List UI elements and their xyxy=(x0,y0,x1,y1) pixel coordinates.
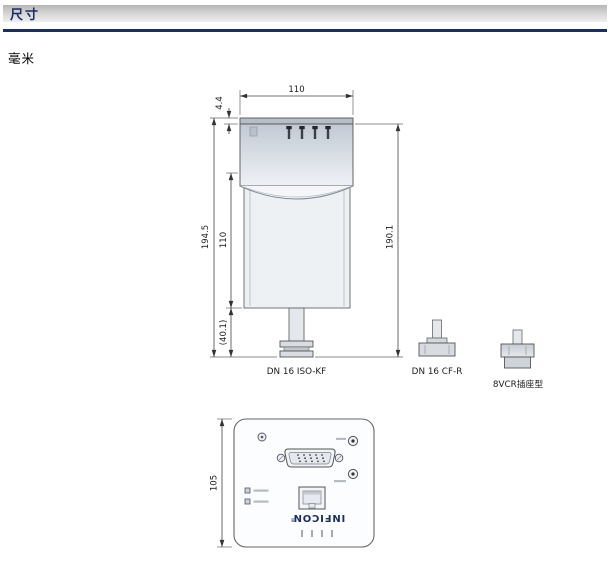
coax-connector-bottom xyxy=(334,468,359,483)
front-view-drawing xyxy=(239,117,354,358)
gauge-top-plate xyxy=(239,117,354,125)
head-internal-component xyxy=(249,126,258,137)
gauge-body xyxy=(243,185,351,309)
dim-total-height-value: 194.5 xyxy=(201,225,211,249)
coax-connector-top xyxy=(336,435,359,447)
top-connector-pins xyxy=(286,126,331,139)
micro-label-mark xyxy=(253,489,269,492)
section-header-bar: 尺寸 xyxy=(3,5,607,22)
ethernet-port xyxy=(298,486,326,510)
gauge-stem xyxy=(288,307,305,342)
unit-label: 毫米 xyxy=(8,52,36,66)
micro-label-mark xyxy=(336,437,346,440)
dim-top-width-value: 110 xyxy=(288,85,304,95)
ground-screw xyxy=(257,432,267,442)
dim-pin-height: 4.4 xyxy=(215,96,238,134)
flange-label-cf-r: DN 16 CF-R xyxy=(412,367,463,377)
dim-panel-height: 105 xyxy=(210,418,232,548)
flange-label-iso-kf: DN 16 ISO-KF xyxy=(267,367,327,377)
dim-top-width: 110 xyxy=(239,85,354,115)
ethernet-pins xyxy=(304,491,320,495)
dim-pin-height-value: 4.4 xyxy=(215,96,225,110)
display-lens-curve xyxy=(239,185,354,200)
dim-total-height: 194.5 xyxy=(201,117,277,358)
dim-stem-height: (40.1) xyxy=(219,307,234,358)
dim-body-height-value: 110 xyxy=(219,232,229,248)
front-view-dimensions: 110 4.4 194.5 110 xyxy=(201,85,403,358)
flange-label-vcr: 8VCR插座型 xyxy=(493,378,543,390)
vcr-socket-drawing xyxy=(500,329,535,369)
header-rule xyxy=(3,29,607,32)
led-indicators xyxy=(244,487,269,505)
inficon-logo-mark: ® xyxy=(290,516,296,523)
bottom-view-drawing: 105 xyxy=(210,418,375,548)
display-lens-inner-curve xyxy=(243,186,350,198)
dim-body-height: 110 xyxy=(219,172,242,309)
iso-kf-flange xyxy=(279,340,314,358)
micro-label-mark xyxy=(334,480,346,483)
dim-panel-height-value: 105 xyxy=(210,475,220,491)
dim-stem-height-value: (40.1) xyxy=(219,320,229,346)
panel-outline xyxy=(233,418,375,548)
dim-housing-height: 190.1 xyxy=(315,123,403,358)
dsub-pins xyxy=(297,454,325,463)
gauge-head xyxy=(239,123,354,187)
micro-label-mark xyxy=(253,500,269,503)
inficon-logo-text: INFICON xyxy=(293,512,345,523)
section-title: 尺寸 xyxy=(10,7,41,22)
mounting-marks xyxy=(301,530,333,537)
inficon-logo: INFICON ® xyxy=(290,512,345,523)
dsub-connector xyxy=(276,448,344,468)
dim-housing-height-value: 190.1 xyxy=(386,225,396,249)
cf-flange-drawing xyxy=(418,319,456,357)
